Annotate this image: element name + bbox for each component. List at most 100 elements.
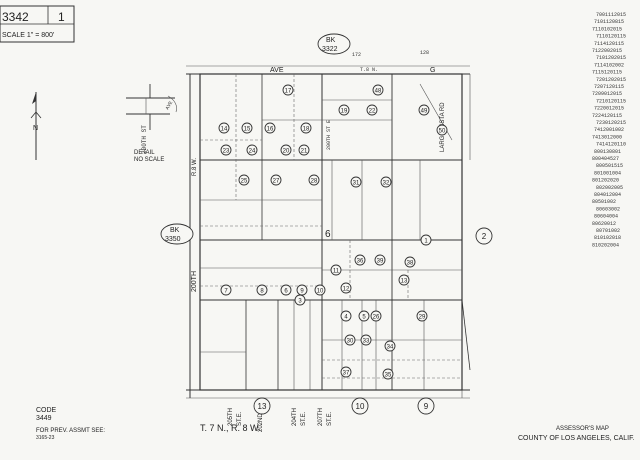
parcel-20: 20 [280, 144, 292, 156]
parcel-number: 37 [343, 371, 350, 377]
parcel-5: 5 [358, 310, 370, 322]
parcel-circle [382, 368, 394, 380]
north-label: N [33, 125, 38, 132]
parcel-number: 21 [301, 149, 308, 155]
parcel-number: 10 [317, 289, 324, 295]
parcel-31: 31 [350, 176, 362, 188]
parcel-number: 13 [401, 279, 408, 285]
parcel-number: 1 [424, 239, 428, 245]
parcel-circle [246, 144, 258, 156]
parcel-number: 35 [385, 373, 392, 379]
parcel-25: 25 [238, 174, 250, 186]
parcel-24: 24 [246, 144, 258, 156]
parcel-number: 33 [363, 339, 370, 345]
parcel-grid [199, 73, 471, 391]
book-number: 3342 [2, 10, 29, 24]
reference-entry: 7207120115 [594, 84, 624, 90]
parcel-circle [264, 122, 276, 134]
handwritten-note-a: 172 [352, 52, 361, 58]
parcel-circle [256, 284, 268, 296]
adjoining-page-9: 9 [417, 397, 435, 415]
parcel-number: 27 [273, 179, 280, 185]
reference-entry: 7114120115 [594, 41, 624, 47]
parcel-number: 7 [224, 289, 228, 295]
parcel-number: 11 [333, 269, 340, 275]
parcel-number: 23 [223, 149, 230, 155]
book-3350-bk: BK [170, 227, 180, 234]
adjoining-page-13: 13 [253, 397, 271, 415]
avenue-label: AVE [270, 67, 284, 74]
road-200th-st-e-label: 200TH ST E [326, 120, 332, 150]
parcel-circle [358, 310, 370, 322]
parcel-circle [241, 122, 253, 134]
parcel-14: 14 [218, 122, 230, 134]
reference-entry: 800130801 [594, 149, 621, 155]
reference-entry: 7412001002 [594, 127, 624, 133]
parcel-circle [340, 366, 352, 378]
parcel-11: 11 [330, 264, 342, 276]
street-204th-label: 204TH [292, 408, 298, 426]
code-number: 3449 [36, 415, 52, 422]
reference-entry: 7230120215 [596, 120, 626, 126]
parcel-35: 35 [382, 368, 394, 380]
reference-entry: 7114102002 [594, 62, 624, 68]
parcel-16: 16 [264, 122, 276, 134]
prev-assmt-label: FOR PREV. ASSMT SEE: [36, 428, 105, 434]
parcel-number: 28 [311, 179, 318, 185]
parcel-33: 33 [360, 334, 372, 346]
street-202nd-label: 202ND ST.E. [258, 397, 264, 432]
parcel-circle [404, 256, 416, 268]
adjoining-page-circle [253, 397, 271, 415]
parcel-circle [308, 174, 320, 186]
parcel-circle [220, 284, 232, 296]
parcel-circle [354, 254, 366, 266]
parcel-circle [384, 340, 396, 352]
range-label: R.8 W. [192, 158, 198, 176]
parcel-circle [420, 234, 432, 246]
scale-label: SCALE 1" = 800' [2, 32, 54, 39]
township-top-label: T.8 N. [360, 67, 378, 73]
reference-entry: 810202004 [592, 242, 619, 248]
reference-entry: 80501002 [592, 199, 616, 205]
parcel-circle [418, 104, 430, 116]
parcel-21: 21 [298, 144, 310, 156]
parcel-circle [436, 124, 448, 136]
parcel-number: 16 [267, 127, 274, 133]
parcel-number: 24 [249, 149, 256, 155]
reference-entry: 804012004 [594, 192, 621, 198]
parcel-number: 4 [344, 315, 348, 321]
parcel-29: 29 [416, 310, 428, 322]
reference-entry: 7201202015 [596, 77, 626, 83]
adjoining-page-circle [351, 397, 369, 415]
reference-entry: 80603002 [596, 206, 620, 212]
assessors-map-label: ASSESSOR'S MAP [556, 426, 609, 432]
parcel-8: 8 [256, 284, 268, 296]
parcel-number: 19 [341, 109, 348, 115]
parcel-circle [344, 334, 356, 346]
book-3350-badge: BK 3350 [160, 223, 194, 245]
township-range-label: T. 7 N., R. 8 W. [200, 423, 261, 433]
parcel-circle [416, 310, 428, 322]
parcel-10: 10 [314, 284, 326, 296]
parcel-circle [366, 104, 378, 116]
parcel-circle [374, 254, 386, 266]
parcel-number: 9 [300, 289, 304, 295]
reference-entry: 802002005 [596, 185, 623, 191]
reference-entry: 7115120115 [592, 70, 622, 76]
street-205th-label: 205TH [228, 408, 234, 426]
parcel-number: 31 [353, 181, 360, 187]
reference-entry: 800404527 [592, 156, 619, 162]
parcel-number: 20 [283, 149, 290, 155]
parcel-26: 26 [370, 310, 382, 322]
parcel-13: 13 [398, 274, 410, 286]
parcel-50: 50 [436, 124, 448, 136]
parcel-15: 15 [241, 122, 253, 134]
parcel-17: 17 [282, 84, 294, 96]
parcel-number: 25 [241, 179, 248, 185]
reference-entry: 7101202015 [596, 55, 626, 61]
parcel-number: 12 [343, 287, 350, 293]
parcel-23: 23 [220, 144, 232, 156]
parcel-number: 29 [419, 315, 426, 321]
